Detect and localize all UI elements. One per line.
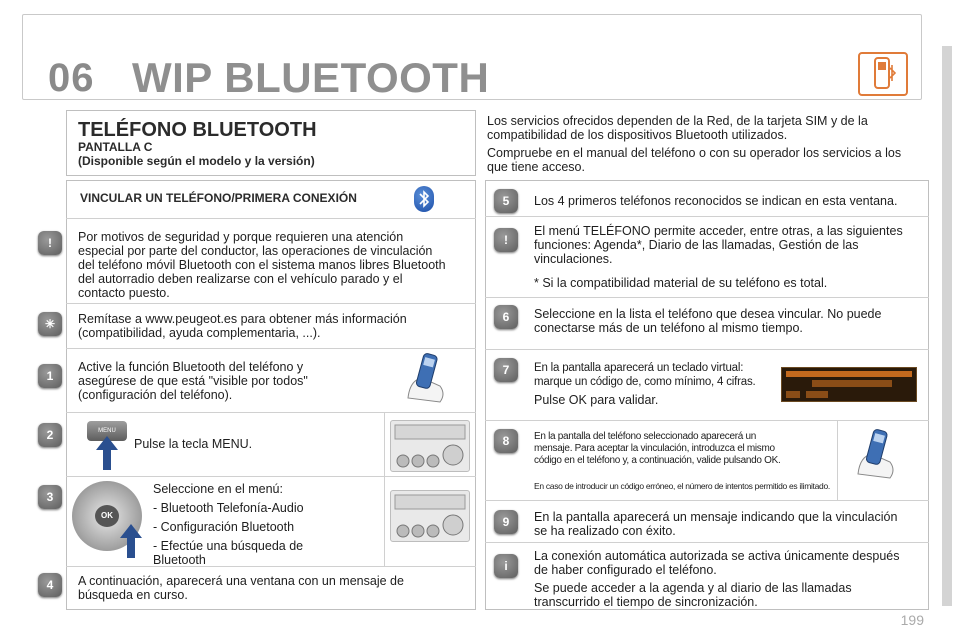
divider: [66, 218, 476, 219]
info-icon: i: [494, 554, 518, 578]
divider: [66, 476, 476, 477]
intro-panel-left: [66, 110, 476, 176]
step-badge: 4: [38, 573, 62, 597]
warning-icon: !: [494, 228, 518, 252]
step5-text: Los 4 primeros teléfonos reconocidos se …: [534, 194, 898, 208]
header-frame: [22, 14, 922, 100]
step9-text: En la pantalla aparecerá un mensaje indi…: [534, 510, 898, 538]
step-badge: 9: [494, 510, 518, 534]
step1-text: Active la función Bluetooth del teléfono…: [78, 360, 308, 402]
step6-text: Seleccione en la lista el teléfono que d…: [534, 307, 882, 335]
divider: [66, 566, 476, 567]
warning-icon: !: [38, 231, 62, 255]
bluetooth-phone-icon: [858, 52, 908, 96]
ok-button-illustration: OK: [95, 505, 119, 527]
phone-hand-illustration: [400, 350, 456, 406]
safety-warning: Por motivos de seguridad y porque requie…: [78, 230, 446, 300]
screen-label: PANTALLA C: [78, 140, 153, 154]
divider: [837, 420, 838, 500]
divider: [485, 297, 929, 298]
more-info-text: Remítase a www.peugeot.es para obtener m…: [78, 312, 407, 340]
chapter-number: 06: [48, 56, 95, 100]
divider: [485, 216, 929, 217]
step-badge: 3: [38, 485, 62, 509]
arrow-up-icon: [120, 524, 142, 563]
phone-hand-illustration: [850, 426, 906, 482]
divider: [485, 500, 929, 501]
step-badge: 7: [494, 358, 518, 382]
step8-note: En caso de introducir un código erróneo,…: [534, 481, 830, 491]
step2-text: Pulse la tecla MENU.: [134, 437, 253, 451]
menu-button-illustration: MENU: [87, 421, 127, 441]
step8-text: En la pantalla del teléfono seleccionado…: [534, 431, 781, 466]
phone-menu-warning: El menú TELÉFONO permite acceder, entre …: [534, 224, 903, 290]
step-badge: 1: [38, 364, 62, 388]
virtual-keypad-screen: [781, 367, 917, 402]
step-badge: 8: [494, 429, 518, 453]
page-title: WIP BLUETOOTH: [132, 54, 490, 101]
page-number: 199: [900, 612, 924, 628]
side-tab: [942, 46, 952, 606]
bluetooth-icon: [414, 186, 434, 212]
services-intro: Los servicios ofrecidos dependen de la R…: [487, 114, 902, 174]
step-badge: 6: [494, 305, 518, 329]
auto-connection-info: La conexión automática autorizada se act…: [534, 549, 900, 609]
availability-note: (Disponible según el modelo y la versión…: [78, 154, 315, 168]
step3-menu-list: Seleccione en el menú: - Bluetooth Telef…: [153, 482, 304, 567]
divider: [66, 412, 476, 413]
step7-action: Pulse OK para validar.: [534, 393, 659, 407]
divider: [66, 348, 476, 349]
arrow-up-icon: [96, 436, 118, 475]
step-badge: 2: [38, 423, 62, 447]
divider: [485, 420, 929, 421]
divider: [485, 542, 929, 543]
radio-unit-illustration: [390, 420, 470, 472]
step4-text: A continuación, aparecerá una ventana co…: [78, 574, 404, 602]
divider: [384, 412, 385, 566]
step7-text: En la pantalla aparecerá un teclado virt…: [534, 362, 756, 388]
section-heading: TELÉFONO BLUETOOTH: [78, 119, 317, 141]
pairing-section-title: VINCULAR UN TELÉFONO/PRIMERA CONEXIÓN: [80, 191, 357, 205]
divider: [485, 349, 929, 350]
divider: [66, 303, 476, 304]
tip-icon: ✳: [38, 312, 62, 336]
radio-unit-illustration: [390, 490, 470, 542]
step-badge: 5: [494, 189, 518, 213]
